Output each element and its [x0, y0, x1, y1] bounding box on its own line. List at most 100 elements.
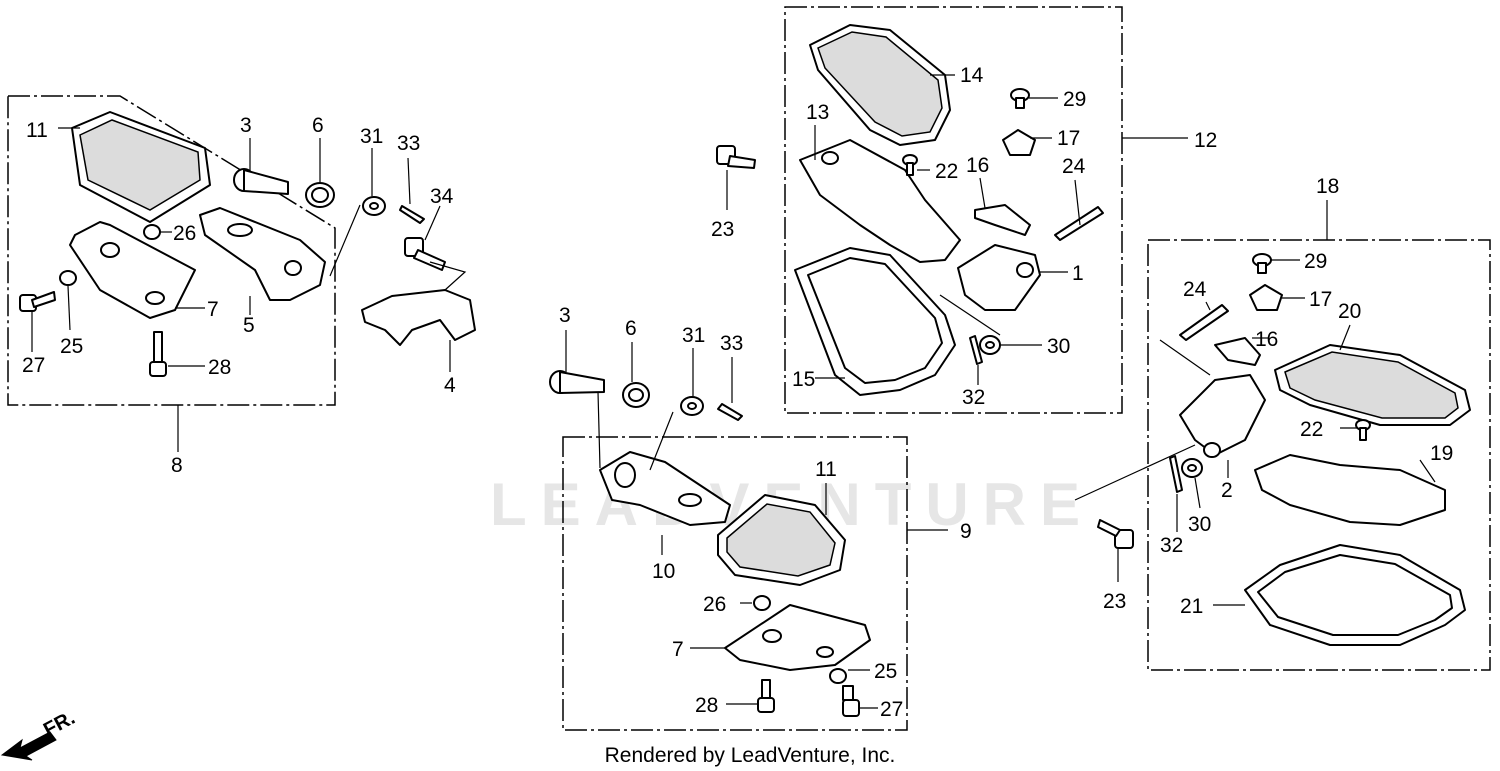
callout-left-34: 34	[430, 185, 454, 208]
callout-right-32: 32	[1160, 534, 1183, 557]
left-bracket	[361, 289, 476, 346]
front-direction-arrow: FR.	[0, 707, 79, 761]
left-collar	[143, 224, 161, 240]
right-assembly	[1074, 200, 1491, 671]
right-plate-17	[1249, 284, 1283, 311]
center-bolt-27	[842, 685, 860, 717]
top-pivot-bracket	[957, 244, 1041, 311]
callout-right-30: 30	[1188, 513, 1211, 536]
callout-right-17: 17	[1309, 288, 1332, 311]
center-footpeg-rubber	[717, 494, 846, 586]
top-footboard-rubber	[809, 24, 951, 146]
center-plate	[724, 604, 871, 671]
callout-right-20: 20	[1338, 300, 1361, 323]
left-bolt-27	[19, 291, 56, 312]
callout-center-assembly-9: 9	[960, 520, 972, 543]
right-bracket-19	[1254, 454, 1446, 526]
right-screw-22	[1355, 419, 1371, 441]
center-collar-25	[829, 668, 847, 684]
right-pivot-bracket	[1179, 374, 1266, 456]
right-cotter-32	[1169, 455, 1183, 493]
callout-center-27: 27	[880, 698, 903, 721]
callout-left-5: 5	[243, 314, 255, 337]
left-footpeg-rubber	[71, 111, 211, 223]
callout-top-14: 14	[960, 64, 984, 87]
callout-left-6: 6	[312, 114, 324, 137]
top-washer-30	[979, 335, 1001, 355]
right-rod-24	[1179, 304, 1229, 341]
center-pivot-pin	[549, 370, 605, 394]
callout-left-26: 26	[173, 222, 196, 245]
center-cotter-pin	[717, 403, 743, 421]
right-assembly-box	[1147, 239, 1491, 671]
top-bracket-13	[799, 139, 961, 263]
center-bolt-28	[757, 679, 775, 713]
callout-center-6: 6	[625, 317, 637, 340]
callout-top-22: 22	[935, 160, 958, 183]
center-collar	[753, 595, 771, 611]
callout-left-4: 4	[444, 374, 456, 397]
callout-top-24: 24	[1062, 155, 1086, 178]
top-rod-24	[1054, 206, 1104, 241]
right-clip-16	[1214, 337, 1261, 366]
left-assembly-box	[7, 95, 336, 406]
callout-left-assembly-8: 8	[171, 454, 183, 477]
callout-center-10: 10	[652, 560, 675, 583]
callout-left-27: 27	[22, 354, 45, 377]
callout-center-3: 3	[559, 304, 571, 327]
callout-top-16: 16	[966, 154, 989, 177]
callout-center-31: 31	[682, 324, 705, 347]
callout-right-22: 22	[1300, 418, 1323, 441]
top-plate-17	[1002, 129, 1036, 156]
center-assembly	[549, 330, 948, 731]
center-spring	[622, 382, 650, 408]
callout-left-28: 28	[208, 356, 231, 379]
callout-top-32: 32	[962, 386, 985, 409]
top-assembly-box	[784, 6, 1123, 414]
callout-top-29: 29	[1063, 88, 1086, 111]
callout-top-17: 17	[1057, 127, 1080, 150]
top-screw-22	[902, 154, 918, 176]
callout-left-3: 3	[240, 114, 252, 137]
top-clip-16	[974, 204, 1031, 236]
callout-left-25: 25	[60, 335, 83, 358]
left-pivot-pin	[233, 168, 289, 195]
center-assembly-box	[562, 436, 908, 731]
callout-left-11: 11	[26, 119, 48, 142]
callout-right-16: 16	[1255, 328, 1278, 351]
callout-center-11: 11	[815, 458, 837, 481]
callout-right-assembly-18: 18	[1316, 175, 1339, 198]
callout-center-26: 26	[703, 593, 726, 616]
left-washer	[362, 196, 386, 216]
callout-left-7: 7	[207, 298, 219, 321]
left-collar-25	[59, 270, 77, 286]
callout-right-21: 21	[1180, 595, 1203, 618]
left-plate	[69, 221, 196, 319]
callout-right-19: 19	[1430, 442, 1453, 465]
top-bolt-23	[716, 145, 756, 169]
left-bolt-28	[149, 331, 167, 377]
callout-right-29: 29	[1304, 250, 1327, 273]
callout-center-28: 28	[695, 694, 718, 717]
callout-top-assembly-12: 12	[1194, 129, 1217, 152]
top-screw-29	[1010, 88, 1030, 109]
callout-right-2: 2	[1221, 479, 1233, 502]
callout-left-33: 33	[397, 132, 420, 155]
right-footboard-rubber	[1274, 344, 1471, 426]
left-assembly	[7, 95, 476, 452]
callout-left-31: 31	[360, 125, 383, 148]
callout-top-23: 23	[711, 218, 734, 241]
callout-center-33: 33	[720, 332, 743, 355]
callout-right-23: 23	[1103, 590, 1126, 613]
top-cotter-32	[969, 335, 983, 365]
callout-right-24: 24	[1183, 278, 1207, 301]
right-washer-30	[1181, 458, 1203, 478]
center-washer	[680, 396, 704, 416]
right-screw-29	[1252, 253, 1272, 274]
right-bolt-23	[1097, 519, 1134, 549]
callout-top-1: 1	[1072, 262, 1084, 285]
callout-top-30: 30	[1047, 335, 1070, 358]
callout-top-13: 13	[806, 101, 829, 124]
left-footpeg-arm	[199, 207, 326, 301]
callout-center-7: 7	[672, 638, 684, 661]
